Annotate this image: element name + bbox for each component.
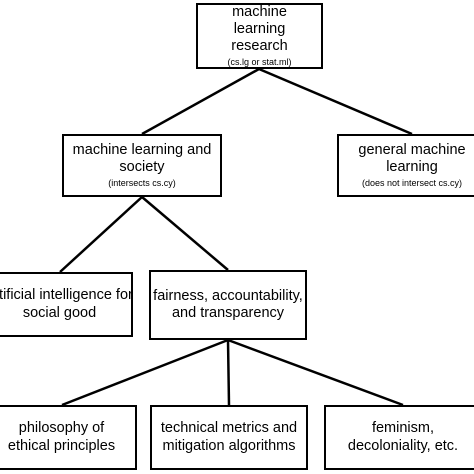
- edge-fat-to-philosophy: [61, 338, 229, 407]
- node-sublabel: (cs.lg or stat.ml): [227, 57, 292, 68]
- node-sublabel: (intersects cs.cy): [108, 178, 176, 189]
- node-general-machine-learning: general machine learning (does not inter…: [337, 134, 474, 197]
- edge-ml-society-to-fat: [141, 196, 229, 271]
- node-ai-for-social-good: artificial intelligence for social good: [0, 272, 133, 337]
- node-technical-metrics-and-mitigation: technical metrics and mitigation algorit…: [150, 405, 308, 470]
- edge-fat-to-feminism: [227, 338, 404, 407]
- node-label: machine learning and society: [72, 142, 212, 176]
- node-fairness-accountability-transparency: fairness, accountability, and transparen…: [149, 270, 307, 340]
- node-sublabel: (does not intersect cs.cy): [361, 178, 463, 189]
- edge-root-to-general-ml: [258, 67, 413, 136]
- node-feminism-decoloniality: feminism, decoloniality, etc.: [324, 405, 474, 470]
- node-label: fairness, accountability, and transparen…: [153, 287, 303, 321]
- node-label: machine learning research: [231, 4, 288, 55]
- edge-fat-to-technical: [226, 339, 231, 406]
- node-label: artificial intelligence for social good: [0, 287, 133, 321]
- node-label: feminism, decoloniality, etc.: [347, 420, 459, 454]
- node-philosophy-of-ethical-principles: philosophy of ethical principles: [0, 405, 137, 470]
- node-machine-learning-and-society: machine learning and society (intersects…: [62, 134, 222, 197]
- node-label: technical metrics and mitigation algorit…: [160, 420, 298, 454]
- edge-root-to-ml-society: [141, 67, 260, 136]
- edge-ml-society-to-ai-social-good: [59, 196, 143, 273]
- node-label: general machine learning: [358, 142, 466, 176]
- node-machine-learning-research: machine learning research (cs.lg or stat…: [196, 3, 323, 69]
- node-label: philosophy of ethical principles: [7, 420, 116, 454]
